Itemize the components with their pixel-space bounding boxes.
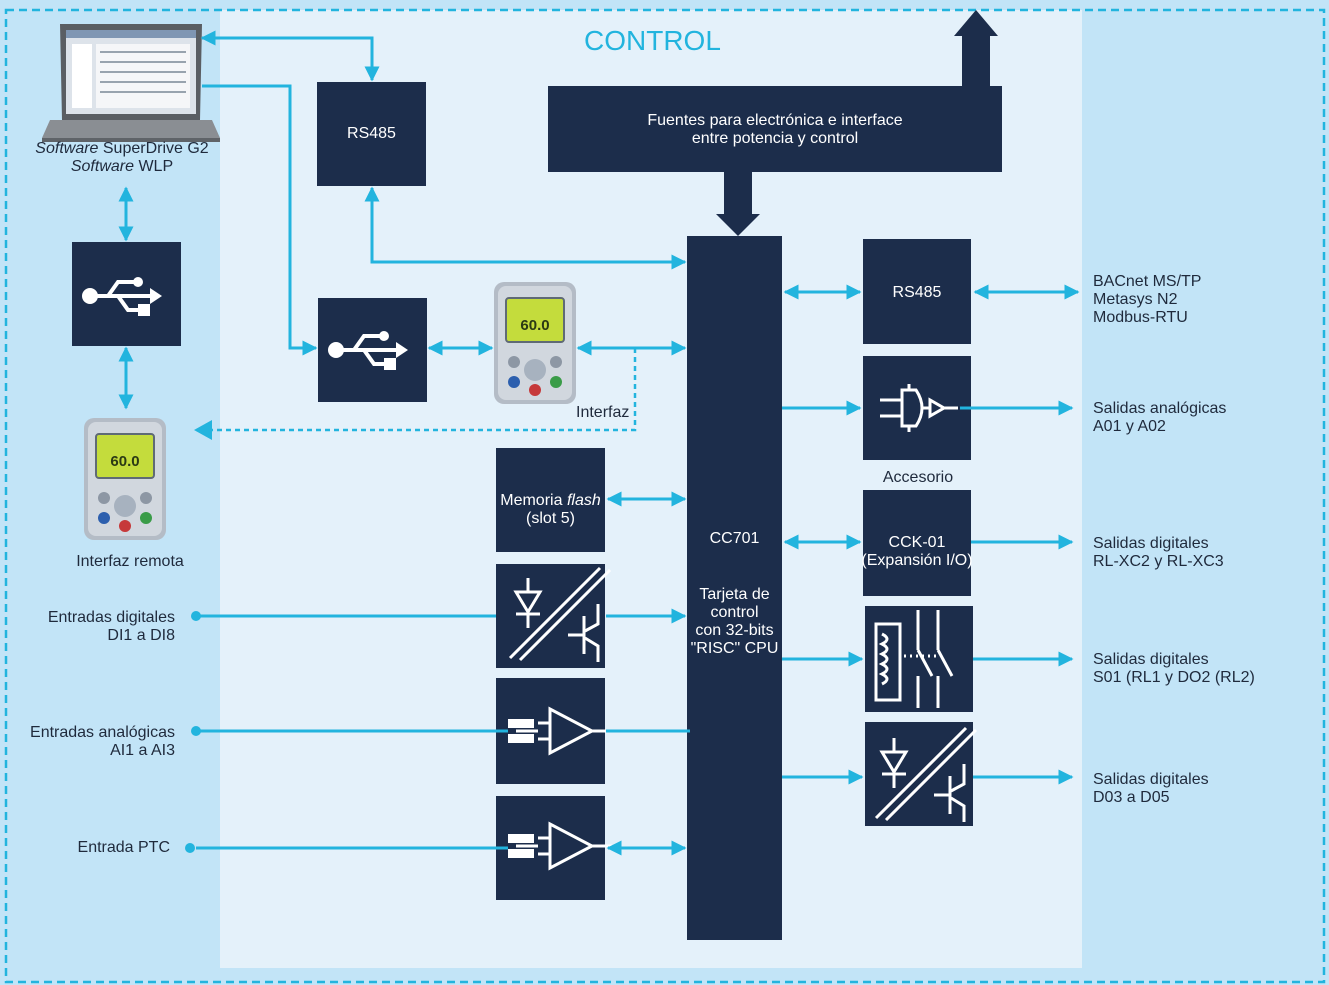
laptop-icon — [42, 24, 220, 142]
hmi-keypad-icon — [494, 282, 576, 404]
memory-flash-label: Memoria flash (slot 5) — [496, 492, 605, 528]
accessory-label: Accesorio — [858, 469, 978, 487]
rs485-top-label: RS485 — [317, 125, 426, 143]
hmi-keypad-remote-icon — [84, 418, 166, 540]
diagram-title: CONTROL — [584, 26, 721, 56]
cpu-id-label: CC701 — [687, 530, 782, 548]
cck01-label: CCK-01(Expansión I/O) — [858, 534, 976, 570]
rs485-right-label: RS485 — [863, 284, 971, 302]
software-label: Software SuperDrive G2 Software WLP — [22, 140, 222, 176]
interface-label: Interfaz — [576, 404, 629, 422]
remote-hmi-label: Interfaz remota — [50, 553, 210, 571]
ptc-input-label: Entrada PTC — [0, 839, 170, 857]
